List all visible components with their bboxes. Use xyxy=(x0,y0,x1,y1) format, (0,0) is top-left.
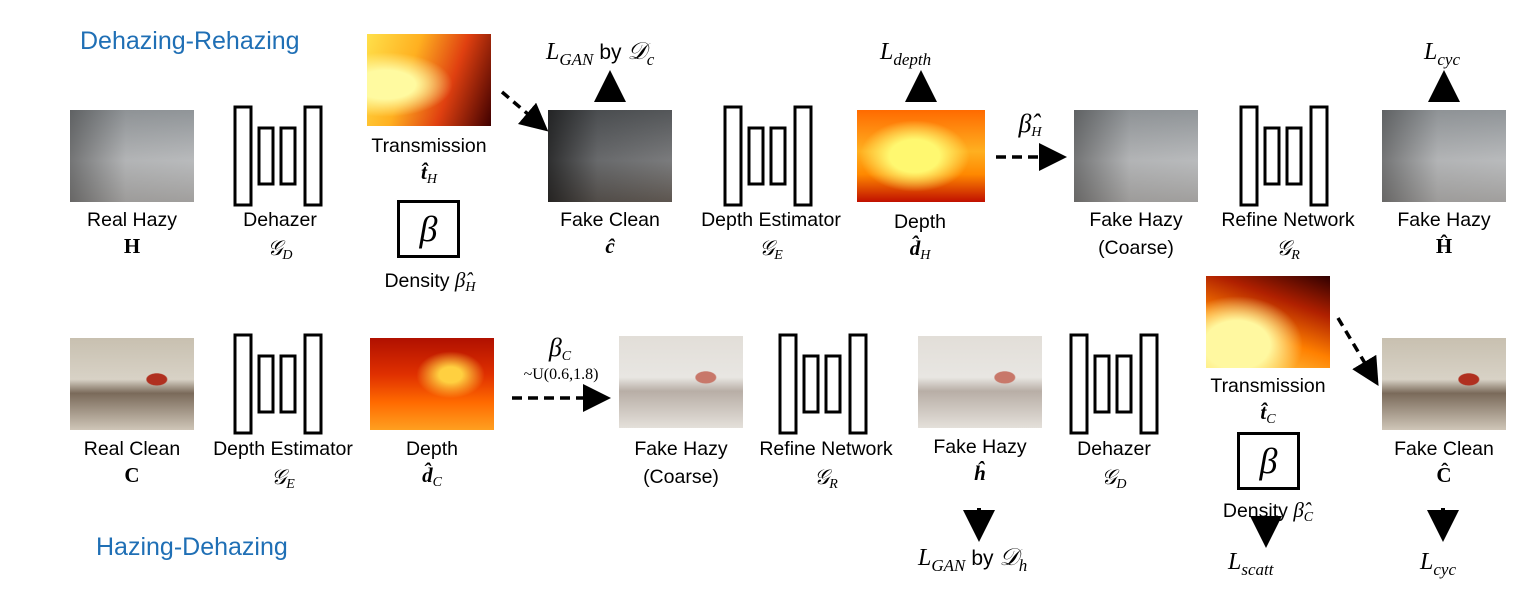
loss-scatt: Lscatt xyxy=(1228,549,1274,579)
fake-hazy-coarse-label2-bottom: (Coarse) xyxy=(643,466,719,488)
depth-label: Depth xyxy=(893,211,947,233)
dehazer-network-icon-bottom xyxy=(1069,333,1159,435)
fake-hazy-coarse-label-bottom: Fake Hazy xyxy=(634,438,728,460)
fake-clean-label-bottom: Fake Clean xyxy=(1394,438,1494,460)
beta-c-arrow-label: βC xyxy=(548,333,572,365)
refine-network-icon xyxy=(1239,105,1329,207)
depth-map-image-bottom xyxy=(370,338,494,430)
refine-network-label: Refine Network xyxy=(1221,209,1355,231)
transmission-symbol-bottom: t̂C xyxy=(1260,400,1276,427)
real-hazy-image xyxy=(70,110,194,202)
transmission-label: Transmission xyxy=(371,135,487,157)
depth-symbol-bottom: d̂C xyxy=(422,463,442,490)
fake-hazy-symbol: Ĥ xyxy=(1435,234,1453,258)
dehazer-label: Dehazer xyxy=(243,209,317,231)
loss-depth: Ldepth xyxy=(880,39,932,69)
beta-h-arrow-label: β̂H xyxy=(1018,109,1042,141)
bottom-section-title: Hazing-Dehazing xyxy=(96,533,288,561)
refine-network-symbol-bottom: 𝒢R xyxy=(814,465,838,492)
depth-label-bottom: Depth xyxy=(405,438,459,460)
dehazer-label-bottom: Dehazer xyxy=(1077,438,1151,460)
real-clean-image xyxy=(70,338,194,430)
fake-hazy-label: Fake Hazy xyxy=(1397,209,1491,231)
arrow-transmission-to-fake-clean xyxy=(500,90,549,132)
refine-network-symbol: 𝒢R xyxy=(1276,236,1300,263)
beta-c-distribution: ~U(0.6,1.8) xyxy=(523,366,599,383)
depth-estimator-symbol: 𝒢E xyxy=(759,236,783,263)
arrow-transmission-to-fake-clean-bottom xyxy=(1336,317,1379,387)
fake-hazy-coarse-image xyxy=(1074,110,1198,202)
loss-cyc-top: Lcyc xyxy=(1424,39,1460,69)
transmission-symbol: t̂H xyxy=(421,160,437,187)
fake-clean-image-bottom xyxy=(1382,338,1506,430)
depth-estimator-symbol-bottom: 𝒢E xyxy=(271,465,295,492)
transmission-map-image-bottom xyxy=(1206,276,1330,368)
depth-estimator-label-bottom: Depth Estimator xyxy=(213,438,353,460)
density-beta-box: β xyxy=(397,200,460,258)
transmission-label-bottom: Transmission xyxy=(1210,375,1326,397)
transmission-map-image xyxy=(367,34,491,126)
fake-clean-symbol-bottom: Ĉ xyxy=(1436,463,1452,487)
depth-estimator-network-icon xyxy=(723,105,813,207)
dehazer-symbol: 𝒢D xyxy=(267,236,293,263)
fake-clean-label: Fake Clean xyxy=(560,209,660,231)
depth-symbol: d̂H xyxy=(909,236,931,263)
real-clean-label: Real Clean xyxy=(83,438,181,460)
density-label: Density β̂H xyxy=(384,268,476,295)
depth-map-image xyxy=(857,110,985,202)
fake-hazy-coarse-label2: (Coarse) xyxy=(1098,237,1174,259)
real-hazy-symbol: H xyxy=(123,234,141,258)
fake-hazy-label-bottom: Fake Hazy xyxy=(933,436,1027,458)
loss-gan-c: LGAN by 𝒟c xyxy=(546,39,655,69)
real-hazy-label: Real Hazy xyxy=(87,209,177,231)
loss-gan-h: LGAN by 𝒟h xyxy=(918,545,1028,575)
density-beta-box-bottom: β xyxy=(1237,432,1300,490)
top-section-title: Dehazing-Rehazing xyxy=(80,27,300,55)
fake-hazy-image xyxy=(1382,110,1506,202)
real-clean-symbol: C xyxy=(124,463,140,487)
dehazer-symbol-bottom: 𝒢D xyxy=(1101,465,1127,492)
depth-estimator-network-icon-bottom xyxy=(233,333,323,435)
fake-hazy-coarse-image-bottom xyxy=(619,336,743,428)
loss-cyc-bottom: Lcyc xyxy=(1420,549,1456,579)
fake-clean-image xyxy=(548,110,672,202)
fake-hazy-image-bottom xyxy=(918,336,1042,428)
fake-clean-symbol: ĉ xyxy=(605,234,615,258)
depth-estimator-label: Depth Estimator xyxy=(701,209,841,231)
refine-network-label-bottom: Refine Network xyxy=(759,438,893,460)
fake-hazy-symbol-bottom: ĥ xyxy=(974,461,986,485)
fake-hazy-coarse-label: Fake Hazy xyxy=(1089,209,1183,231)
dehazer-network-icon xyxy=(233,105,323,207)
refine-network-icon-bottom xyxy=(778,333,868,435)
